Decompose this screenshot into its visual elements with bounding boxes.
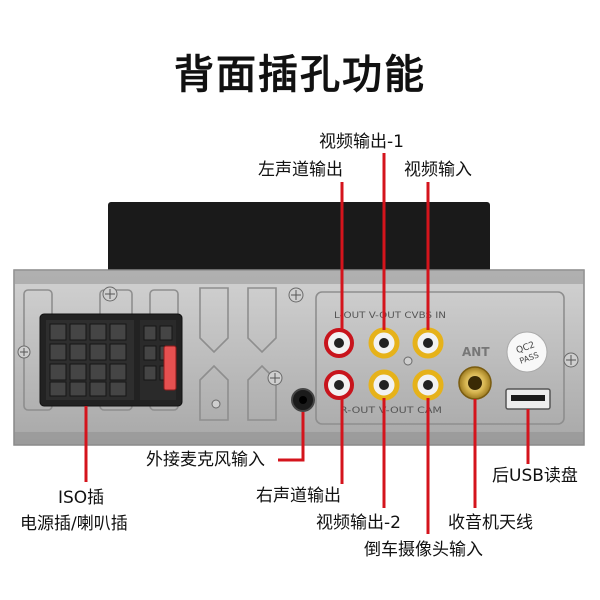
rca-jack-left-out [324,328,354,358]
page-title: 背面插孔功能 [174,52,426,98]
label-rear-usb: 后USB读盘 [492,466,578,486]
label-iso-line1: ISO插 [58,488,105,508]
label-iso-line2: 电源插/喇叭插 [20,514,128,534]
rca-jack-video-out-2 [368,369,400,401]
label-right-channel-out: 右声道输出 [256,486,341,506]
rca-jack-video-in [412,327,444,359]
label-mic-in: 外接麦克风输入 [146,450,265,470]
label-reverse-camera-in: 倒车摄像头输入 [364,540,483,560]
rca-jack-camera-in [412,369,444,401]
label-video-out-1: 视频输出-1 [319,132,404,152]
qc-pass-badge: QC2 PASS [506,331,548,373]
label-video-in: 视频输入 [404,160,472,180]
antenna-jack [458,366,492,400]
fuse [163,345,177,391]
rca-bottom-label: R-OUT V-OUT CAM [340,406,442,416]
rca-top-label: L-OUT V-OUT CVBS IN [334,311,446,321]
label-radio-antenna: 收音机天线 [448,513,533,533]
iso-connector [39,313,183,407]
callout-lines [84,153,530,534]
rca-jack-right-out [324,370,354,400]
label-video-out-2: 视频输出-2 [316,513,401,533]
label-left-channel-out: 左声道输出 [258,160,343,180]
black-housing [108,202,490,280]
screw-icon [17,286,579,409]
usb-port [505,388,551,410]
rca-jack-video-out-1 [368,327,400,359]
ant-label: ANT [462,345,490,359]
mic-jack [291,388,315,412]
